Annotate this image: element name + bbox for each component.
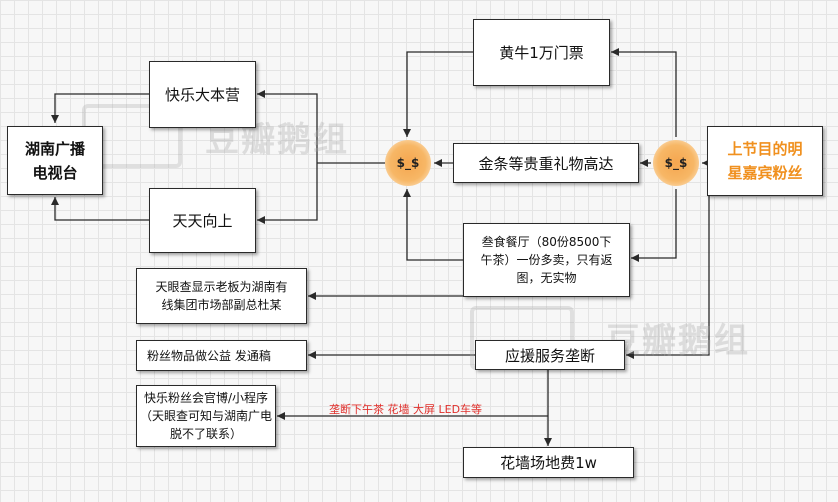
edge-restaurant-to-coin	[403, 189, 463, 261]
node-happy-camp-label: 快乐大本营	[164, 86, 240, 104]
node-scalper-ticket-label: 黄牛1万门票	[499, 44, 584, 62]
node-hunan-tv-label: 湖南广播 电视台	[24, 139, 85, 182]
edge-coinr-to-restaurant	[631, 189, 677, 262]
node-gold-gifts-label: 金条等贵重礼物高达	[478, 154, 614, 173]
node-charity: 粉丝物品做公益 发通稿	[136, 340, 307, 371]
node-flower-wall-fee-label: 花墙场地费1w	[500, 454, 597, 472]
coin-right-icon: $_$	[653, 140, 699, 186]
node-fan-club-label: 快乐粉丝会官博/小程序 （天眼查可知与湖南广电 脱不了联系）	[139, 391, 272, 441]
node-day-day-up-label: 天天向上	[172, 212, 233, 230]
edge-day-up-to-tv	[51, 197, 149, 221]
node-charity-label: 粉丝物品做公益 发通稿	[147, 348, 271, 363]
edge-happy-camp-to-tv	[51, 93, 149, 123]
node-support-monopoly-label: 应援服务垄断	[504, 346, 595, 365]
edge-split-to-happy-camp	[257, 90, 318, 163]
edge-split-to-day-up	[257, 163, 318, 224]
node-scalper-ticket: 黄牛1万门票	[473, 19, 610, 86]
node-tianyancha-boss-label: 天眼查显示老板为湖南有 线集团市场部副总杜某	[155, 280, 288, 312]
node-happy-camp: 快乐大本营	[149, 61, 256, 128]
node-gold-gifts: 金条等贵重礼物高达	[453, 143, 639, 183]
node-restaurant-label: 叁食餐厅（80份8500下 午茶）一份多卖，只有返 图，无实物	[480, 235, 613, 285]
node-day-day-up: 天天向上	[149, 188, 256, 253]
coin-left-label: $_$	[396, 156, 420, 170]
coin-right-label: $_$	[664, 156, 688, 170]
node-flower-wall-fee: 花墙场地费1w	[463, 447, 634, 478]
edge-fans-to-monopoly	[626, 196, 710, 359]
node-support-monopoly: 应援服务垄断	[475, 340, 625, 370]
node-hunan-tv: 湖南广播 电视台	[7, 126, 103, 195]
node-celebrity-fans-label: 上节目的明 星嘉宾粉丝	[727, 140, 803, 182]
watermark-text: 豆瓣鹅组	[606, 321, 750, 361]
edge-ticket-to-coin	[403, 51, 473, 137]
node-celebrity-fans: 上节目的明 星嘉宾粉丝	[707, 126, 823, 196]
coin-left-icon: $_$	[385, 140, 431, 186]
node-fan-club: 快乐粉丝会官博/小程序 （天眼查可知与湖南广电 脱不了联系）	[136, 385, 276, 447]
edge-coinr-to-ticket	[611, 48, 677, 137]
node-tianyancha-boss: 天眼查显示老板为湖南有 线集团市场部副总杜某	[136, 268, 307, 324]
edge-label-monopoly-items: 垄断下午茶 花墙 大屏 LED车等	[329, 403, 483, 416]
node-restaurant: 叁食餐厅（80份8500下 午茶）一份多卖，只有返 图，无实物	[463, 223, 630, 297]
